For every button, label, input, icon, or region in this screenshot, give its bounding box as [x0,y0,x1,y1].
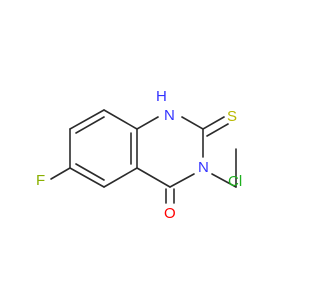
bond [181,116,204,130]
bond [136,167,171,188]
bonds [50,109,237,204]
bond [136,116,159,130]
bond-inner [75,163,105,181]
bond [103,109,138,130]
bond [69,167,105,188]
n3-label: N [198,159,209,176]
chlorine-label: Cl [228,173,242,190]
nh-label: H [156,88,167,105]
oxygen-label: O [164,205,176,222]
bond [103,167,138,188]
bond-inner [75,116,105,134]
fluorine-label: F [36,172,45,189]
bond [50,167,71,180]
sulfur-label: S [227,108,237,125]
chemical-structure: H N S N F O Cl [0,0,300,300]
bond [202,116,225,130]
background [0,0,300,300]
bond [211,173,237,188]
n1-label: N [164,107,175,124]
bond-double [206,123,229,137]
bond [169,173,195,188]
bond [69,109,105,130]
atom-labels: H N S N F O Cl [36,88,242,222]
